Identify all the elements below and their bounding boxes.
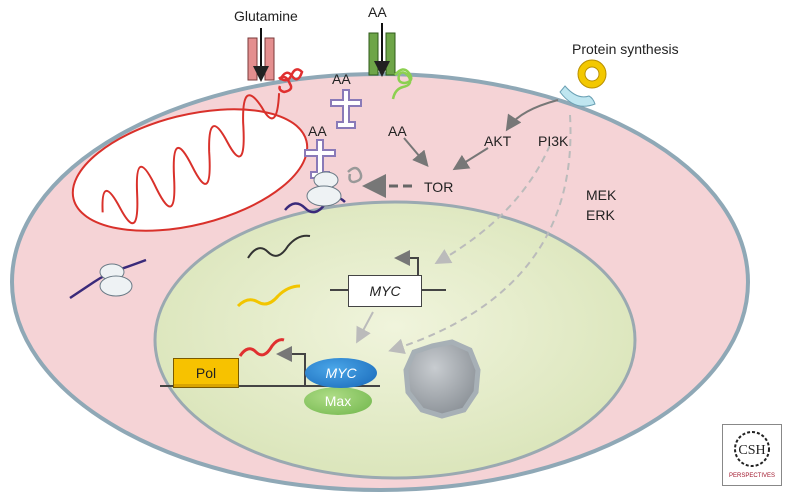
erk-label: ERK — [586, 207, 615, 223]
tor-label: TOR — [424, 179, 454, 195]
myc-gene-box: MYC — [348, 275, 422, 307]
svg-text:PERSPECTIVES: PERSPECTIVES — [729, 473, 775, 479]
pi3k-label: PI3K — [538, 133, 569, 149]
yellow-mrna — [236, 284, 301, 308]
nucleus — [153, 200, 637, 480]
trna-aa-upper — [330, 89, 362, 129]
akt-label: AKT — [484, 133, 512, 149]
protein-synthesis-receptor-icon — [559, 59, 607, 107]
aa-mid-label-2: AA — [308, 123, 327, 139]
arrow-receptor-to-akt — [505, 99, 559, 132]
pol-box: Pol — [173, 358, 239, 388]
arrow-pi3k-to-myc-gene — [434, 144, 551, 264]
mek-label: MEK — [586, 187, 617, 203]
max-protein: Max — [304, 387, 372, 415]
csh-perspectives-logo: CSH PERSPECTIVES — [722, 424, 782, 486]
csh-logo-icon: CSH PERSPECTIVES — [729, 431, 775, 479]
ribosome-free — [69, 258, 147, 300]
mrna-export — [247, 234, 311, 259]
glutamine-label: Glutamine — [234, 8, 298, 24]
arrow-myc-gene-to-protein — [356, 311, 374, 344]
ribosome-translating — [284, 166, 363, 214]
arrow-akt-to-tor — [452, 147, 489, 171]
glutamine-transporter — [247, 28, 275, 82]
aa-mid-label-3: AA — [388, 123, 407, 139]
arrow-aa-to-tor — [403, 137, 429, 168]
protein-synthesis-label: Protein synthesis — [572, 41, 679, 57]
aa-mid-label-1: AA — [332, 71, 351, 87]
green-protein-squiggle — [391, 68, 413, 100]
myc-protein: MYC — [305, 358, 377, 388]
aa-transporter — [368, 23, 396, 77]
mitochondrion — [71, 93, 309, 232]
nucleolus — [403, 339, 481, 419]
aa-top-label: AA — [368, 4, 387, 20]
svg-text:CSH: CSH — [738, 443, 765, 458]
red-protein-squiggle — [277, 68, 304, 94]
